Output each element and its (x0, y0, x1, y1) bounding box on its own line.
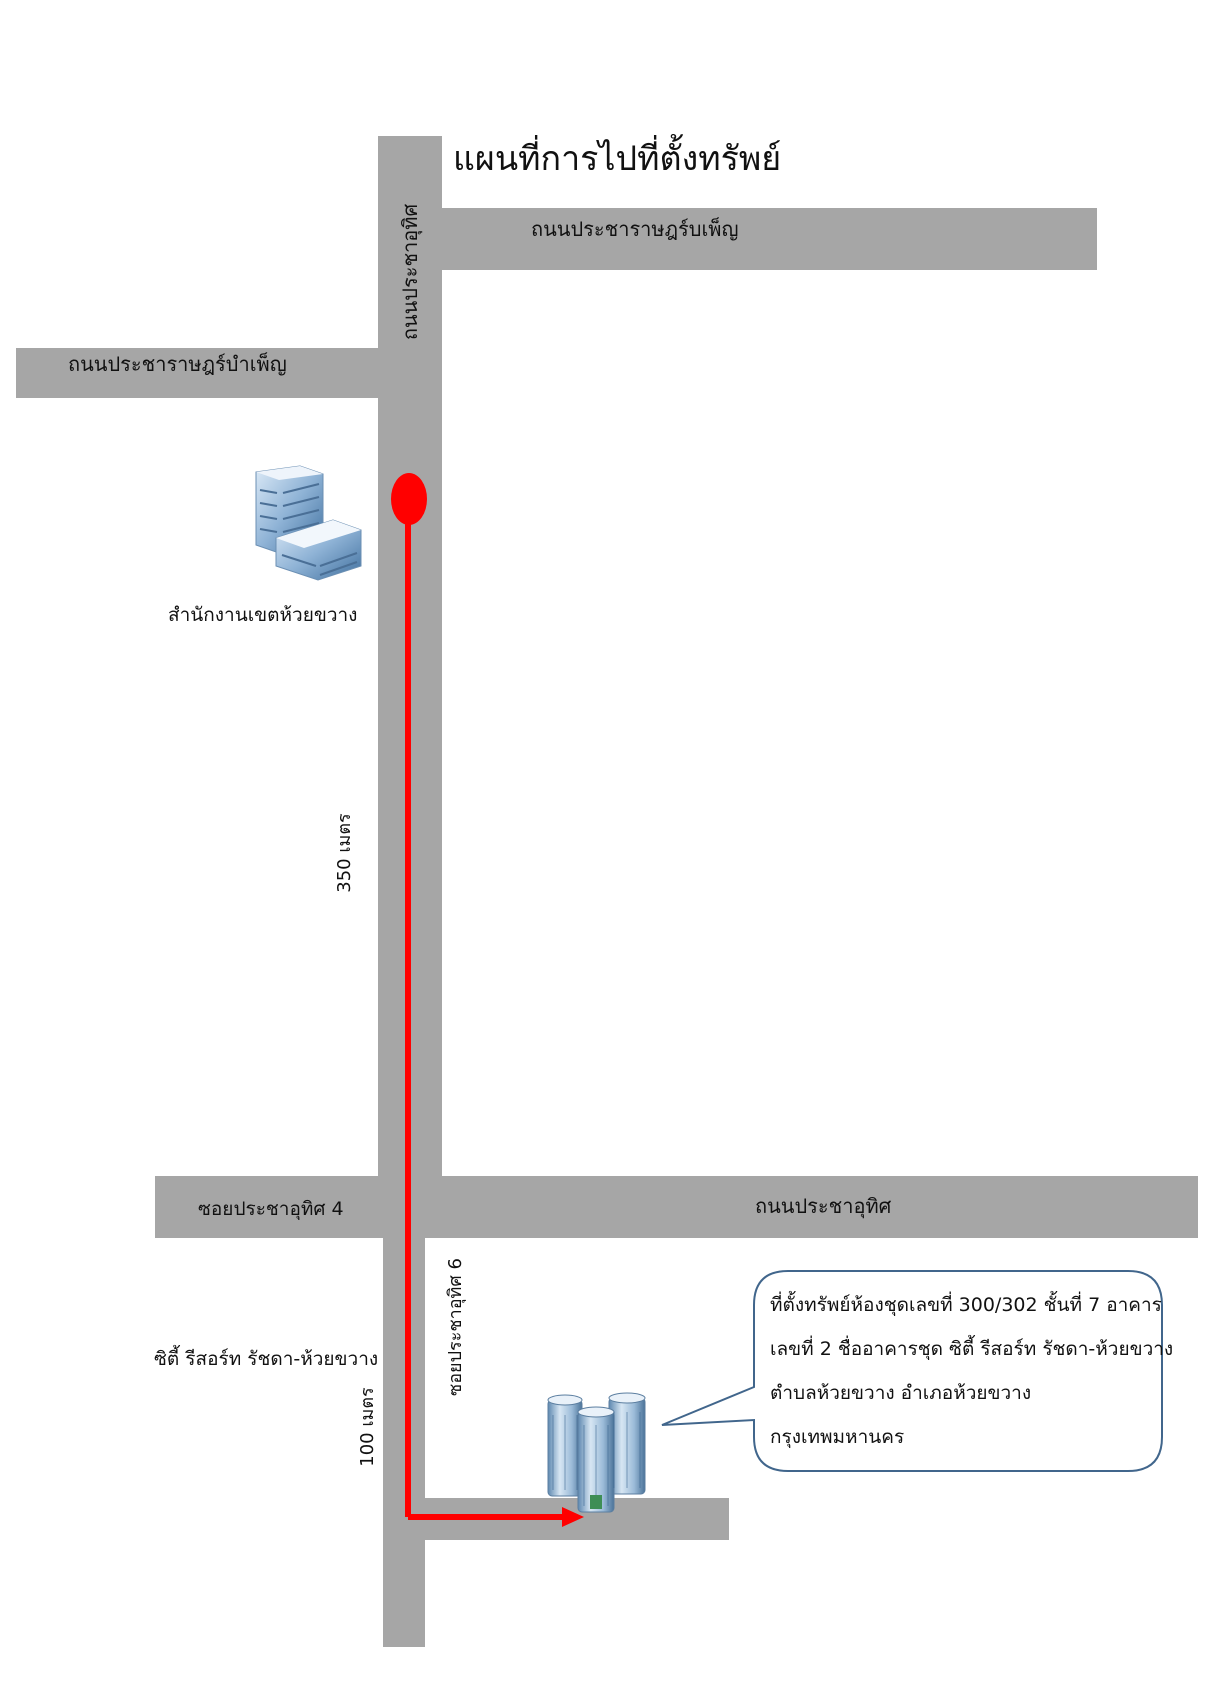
road-label-middle-right: ถนนประชาอุทิศ (755, 1194, 892, 1218)
office-building-icon (255, 465, 362, 581)
road-label-middle-left: ซอยประชาอุทิศ 4 (198, 1198, 344, 1220)
condo-towers-icon (547, 1392, 646, 1513)
callout-line-3: ตำบลห้วยขวาง อำเภอห้วยขวาง (770, 1382, 1032, 1404)
route-arrow-icon (562, 1507, 584, 1527)
road-label-top-right: ถนนประชาราษฎร์บเพ็ญ (531, 217, 739, 241)
road-top-left (16, 348, 442, 398)
district-office-label: สำนักงานเขตห้วยขวาง (168, 604, 358, 626)
callout-line-4: กรุงเทพมหานคร (770, 1426, 905, 1448)
start-marker-icon (391, 473, 427, 525)
page-title: แผนที่การไปที่ตั้งทรัพย์ (453, 139, 782, 179)
road-label-top-left: ถนนประชาราษฎร์บำเพ็ญ (68, 352, 287, 376)
road-middle (155, 1176, 1198, 1238)
road-top-right (378, 208, 1097, 270)
callout-line-1: ที่ตั้งทรัพย์ห้องชุดเลขที่ 300/302 ชั้นท… (770, 1294, 1162, 1316)
callout-bubble (661, 1270, 1163, 1472)
road-lower-vertical (383, 1236, 425, 1647)
property-callout: ที่ตั้งทรัพย์ห้องชุดเลขที่ 300/302 ชั้นท… (770, 1283, 1174, 1459)
callout-line-2: เลขที่ 2 ชื่ออาคารชุด ซิตี้ รีสอร์ท รัชด… (770, 1338, 1174, 1360)
condo-label: ซิตี้ รีสอร์ท รัชดา-ห้วยขวาง (154, 1348, 379, 1370)
